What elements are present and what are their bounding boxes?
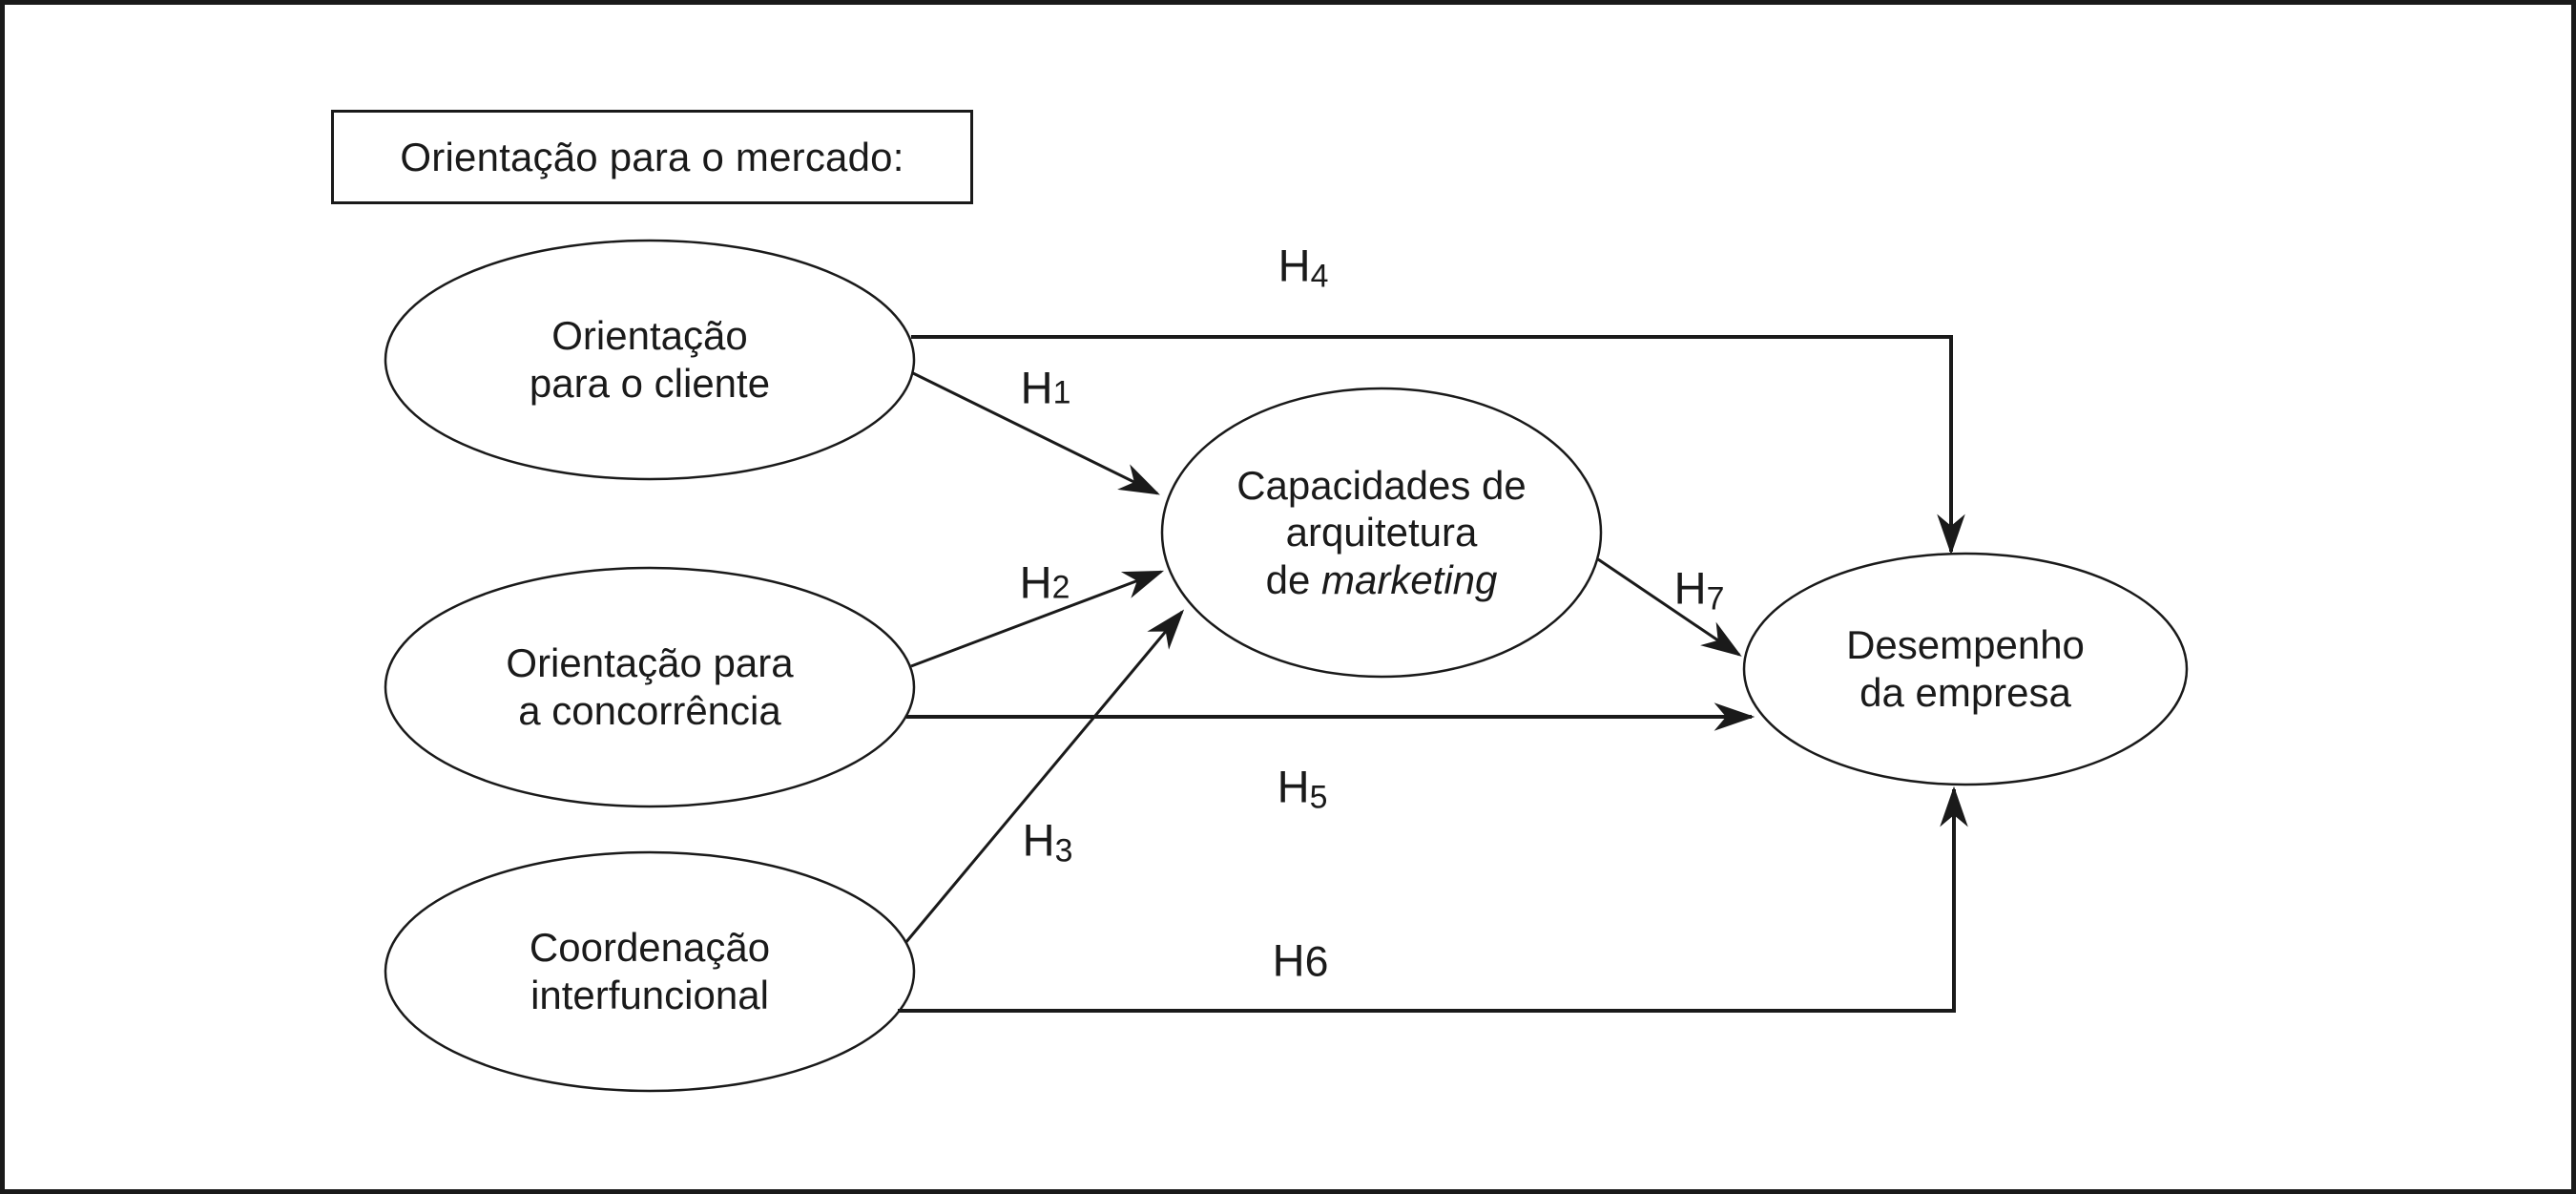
hypothesis-number: 1 — [1052, 374, 1071, 411]
arrow-h6 — [898, 786, 1968, 1013]
hypothesis-letter: H — [1673, 562, 1707, 614]
hypothesis-letter: H — [1022, 814, 1055, 866]
hypothesis-letter: H — [1019, 556, 1052, 608]
hypothesis-letter: H — [1272, 934, 1305, 986]
arrow-h7 — [1597, 557, 1742, 657]
hypothesis-number: 6 — [1304, 938, 1329, 986]
hypothesis-letter: H — [1277, 761, 1310, 812]
ellipse-customer-orientation — [384, 239, 916, 481]
hypothesis-label-h6: H6 — [1273, 934, 1329, 987]
title-box: Orientação para o mercado: — [331, 110, 973, 204]
title-box-label: Orientação para o mercado: — [400, 134, 904, 179]
hypothesis-letter: H — [1278, 240, 1311, 291]
hypothesis-label-h4: H4 — [1278, 240, 1329, 295]
hypothesis-letter: H — [1020, 362, 1053, 413]
hypothesis-number: 5 — [1309, 779, 1328, 816]
hypothesis-number: 3 — [1054, 832, 1073, 869]
hypothesis-label-h7: H7 — [1673, 562, 1725, 618]
arrow-h2 — [910, 570, 1165, 668]
arrow-h3 — [904, 609, 1185, 944]
hypothesis-number: 4 — [1310, 258, 1329, 295]
hypothesis-number: 2 — [1051, 569, 1070, 606]
hypothesis-number: 7 — [1706, 580, 1725, 618]
ellipse-firm-performance — [1742, 552, 2189, 786]
ellipse-interfunctional-coordination — [384, 850, 916, 1093]
arrow-h1 — [912, 371, 1160, 495]
hypothesis-label-h1: H1 — [1021, 362, 1071, 414]
hypothesis-label-h2: H2 — [1020, 556, 1070, 609]
hypothesis-label-h5: H5 — [1277, 761, 1328, 816]
ellipse-marketing-capabilities — [1160, 387, 1603, 679]
arrow-h4 — [911, 335, 1965, 555]
hypothesis-label-h3: H3 — [1022, 814, 1073, 869]
ellipse-competitor-orientation — [384, 566, 916, 808]
